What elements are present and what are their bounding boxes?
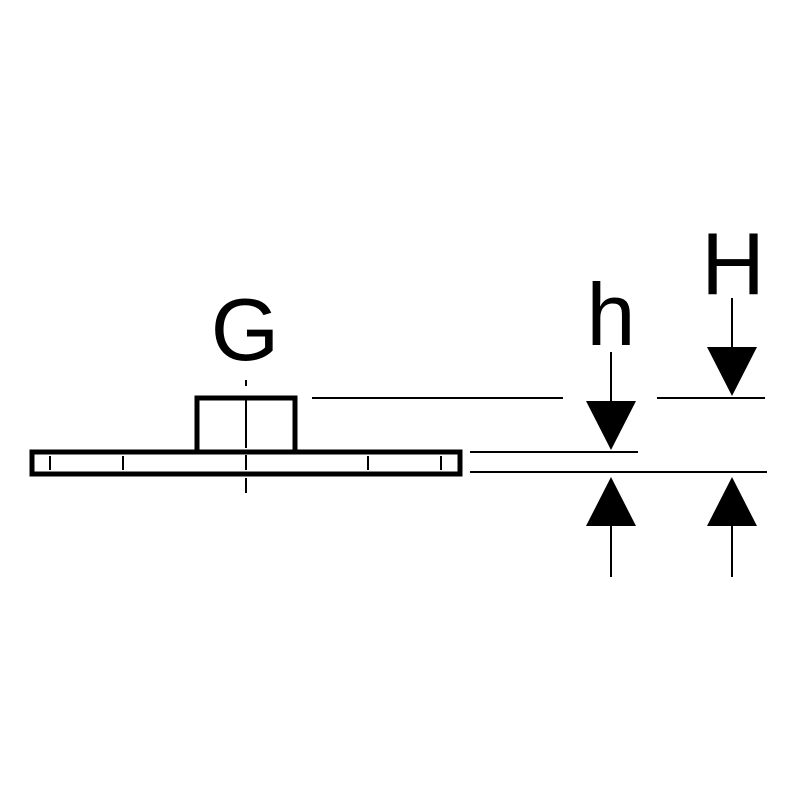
extension-lines (312, 397, 767, 473)
dimension-H (707, 298, 757, 577)
arrow-h-up (586, 477, 636, 526)
dimension-h (586, 352, 636, 577)
label-h-small: h (587, 265, 636, 364)
arrow-h-down (586, 401, 636, 450)
label-g: G (211, 280, 279, 379)
flange-plate (29, 449, 463, 477)
hidden-lines (49, 456, 442, 470)
arrow-H-down (707, 347, 757, 396)
label-h-large: H (701, 214, 765, 313)
arrow-H-up (707, 477, 757, 526)
